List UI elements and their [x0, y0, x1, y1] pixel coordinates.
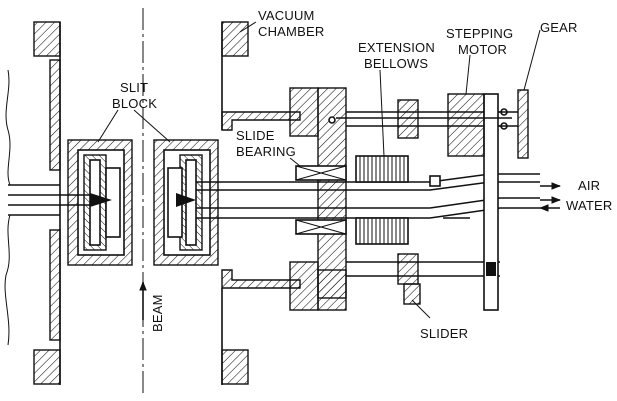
stepping-motor — [328, 93, 512, 157]
label-slit-2: BLOCK — [112, 96, 157, 111]
vacuum-chamber — [33, 21, 301, 385]
label-slide-2: BEARING — [236, 144, 296, 159]
label-stepping-2: MOTOR — [458, 42, 507, 57]
label-beam: BEAM — [150, 294, 165, 332]
label-water: WATER — [566, 198, 613, 213]
gear — [498, 89, 529, 159]
extension-bellows — [355, 155, 409, 245]
label-extension-1: EXTENSION — [358, 40, 435, 55]
label-slide-1: SLIDE — [236, 128, 275, 143]
label-gear: GEAR — [540, 20, 578, 35]
flow-arrows — [539, 182, 561, 212]
main-shaft — [196, 173, 540, 219]
label-vacuum-1: VACUUM — [258, 8, 315, 23]
label-air: AIR — [578, 178, 600, 193]
label-extension-2: BELLOWS — [364, 56, 428, 71]
leader-lines — [97, 21, 541, 319]
label-slit-1: SLIT — [120, 80, 148, 95]
slide-bearing-assembly — [289, 87, 347, 311]
slit-block-right — [153, 139, 219, 266]
label-stepping-1: STEPPING — [446, 26, 513, 41]
label-slider: SLIDER — [420, 326, 468, 341]
left-wall — [4, 69, 60, 346]
slit-block-left — [8, 139, 133, 266]
label-vacuum-2: CHAMBER — [258, 24, 324, 39]
